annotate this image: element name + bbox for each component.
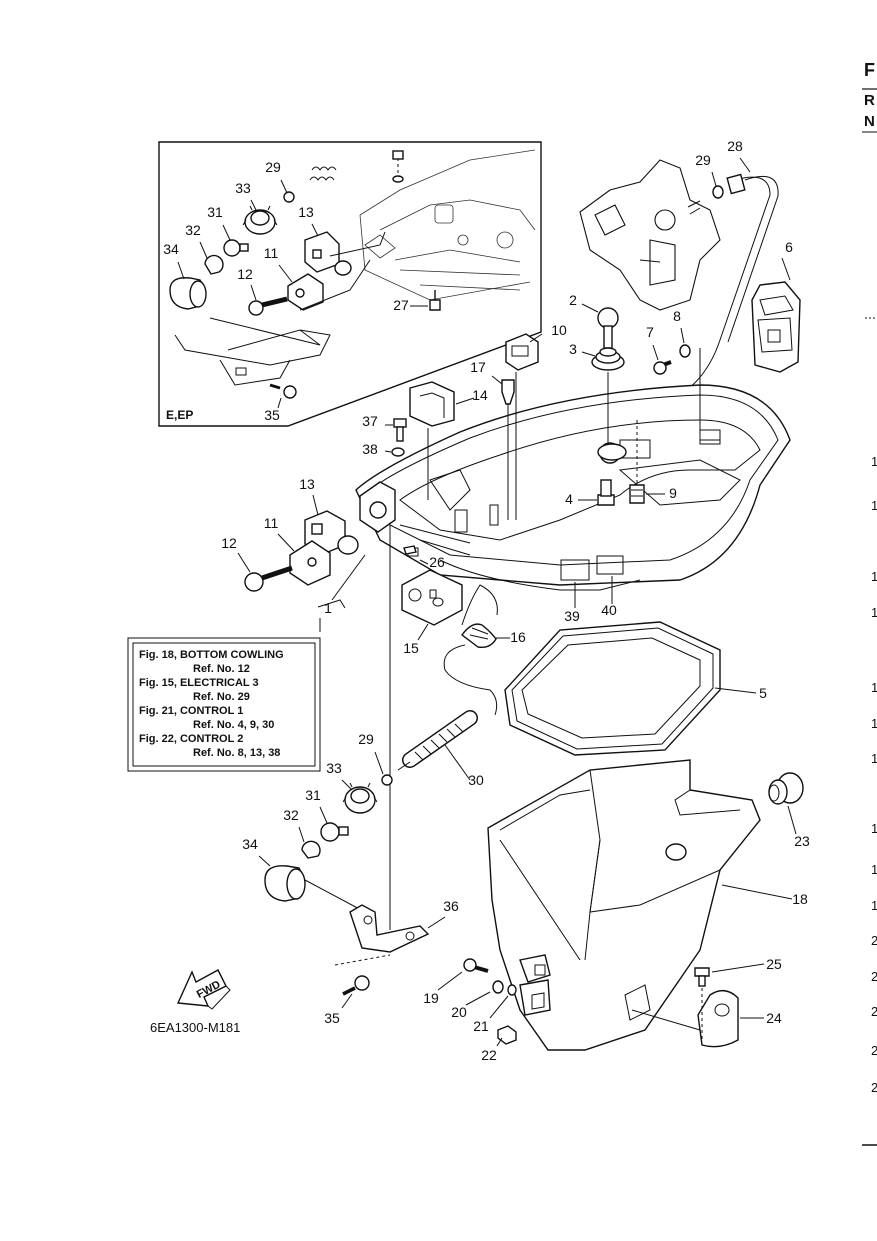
header-letter-n: N	[864, 113, 875, 130]
reference-note-box: Fig. 18, BOTTOM COWLING Ref. No. 12 Fig. 1…	[127, 637, 321, 772]
right-edge-index: 1 1 1 1 1 1 1 1 1 1 2 2 2 2 2	[871, 454, 877, 1095]
callout-c-24: 24	[766, 1010, 782, 1026]
callout-c-29a: 29	[265, 159, 281, 175]
callout-c-10: 10	[551, 322, 567, 338]
edge-index-fragment: 1	[871, 498, 877, 513]
callout-c-33a: 33	[235, 180, 251, 196]
edge-index-fragment: 1	[871, 680, 877, 695]
inset-label: E,EP	[166, 408, 193, 422]
callout-c-11b: 11	[264, 515, 279, 531]
callout-c-35b: 35	[324, 1010, 340, 1026]
callout-c-18: 18	[792, 891, 808, 907]
callout-c-31b: 31	[305, 787, 321, 803]
reference-line: Fig. 21, CONTROL 1	[139, 705, 243, 717]
reference-line: Ref. No. 29	[193, 691, 250, 703]
edge-index-fragment: 1	[871, 898, 877, 913]
edge-index-fragment: 1	[871, 862, 877, 877]
callout-c-32a: 32	[185, 222, 201, 238]
reference-line: Ref. No. 8, 13, 38	[193, 747, 280, 759]
parts-24-25	[631, 963, 765, 1048]
callout-c-28: 28	[727, 138, 743, 154]
callout-c-29b: 29	[695, 152, 711, 168]
reference-line: Ref. No. 4, 9, 30	[193, 719, 274, 731]
edge-index-fragment: 1	[871, 569, 877, 584]
callout-c-7: 7	[646, 324, 654, 340]
edge-index-fragment: 2	[871, 1080, 877, 1095]
callout-c-2: 2	[569, 292, 577, 308]
apron-fasteners	[437, 958, 517, 1047]
edge-index-fragment: 1	[871, 454, 877, 469]
callout-c-3: 3	[569, 341, 577, 357]
edge-index-fragment: 2	[871, 1043, 877, 1058]
callout-c-39: 39	[564, 608, 580, 624]
fwd-direction-arrow: FWD	[176, 969, 231, 1010]
part-18-apron	[487, 759, 793, 1051]
callout-c-25: 25	[766, 956, 782, 972]
callout-c-12b: 12	[221, 535, 237, 551]
callout-c-6: 6	[785, 239, 793, 255]
edge-index-fragment: 2	[871, 969, 877, 984]
switch-parts	[401, 545, 510, 716]
reference-line: Fig. 18, BOTTOM COWLING	[139, 649, 284, 661]
callout-c-13b: 13	[299, 476, 315, 492]
callout-c-27: 27	[393, 297, 409, 313]
callout-c-17: 17	[470, 359, 486, 375]
callout-c-12a: 12	[237, 266, 253, 282]
part-30-cable	[397, 710, 478, 781]
drawing-code: 6EA1300-M181	[150, 1020, 240, 1035]
callout-c-36: 36	[443, 898, 459, 914]
callout-c-19: 19	[423, 990, 439, 1006]
callout-c-5: 5	[759, 685, 767, 701]
callout-c-15: 15	[403, 640, 419, 656]
engine-bracket-outline	[579, 159, 721, 311]
callout-c-23: 23	[794, 833, 810, 849]
callout-c-8: 8	[673, 308, 681, 324]
callout-c-4: 4	[565, 491, 573, 507]
callout-c-21: 21	[473, 1018, 489, 1034]
callout-c-35a: 35	[264, 407, 280, 423]
callout-c-34b: 34	[242, 836, 258, 852]
callout-c-32b: 32	[283, 807, 299, 823]
reference-line: Fig. 15, ELECTRICAL 3	[139, 677, 259, 689]
callout-c-11a: 11	[264, 245, 279, 261]
callout-c-40: 40	[601, 602, 617, 618]
callout-c-14: 14	[472, 387, 488, 403]
callout-c-1: 1	[324, 600, 332, 616]
reference-line: Ref. No. 12	[193, 663, 250, 675]
page-header-fragment: F R N	[862, 60, 877, 1146]
callout-c-26: 26	[429, 554, 445, 570]
edge-index-fragment: 1	[871, 821, 877, 836]
callout-c-20: 20	[451, 1004, 467, 1020]
lower-control-group	[258, 751, 446, 1009]
callout-c-34a: 34	[163, 241, 179, 257]
callout-c-33b: 33	[326, 760, 342, 776]
callout-c-9: 9	[669, 485, 677, 501]
part-5-seal	[504, 621, 757, 756]
callout-c-31a: 31	[207, 204, 223, 220]
tray-small-parts	[384, 303, 720, 608]
callout-c-16: 16	[510, 629, 526, 645]
edge-index-fragment: 1	[871, 716, 877, 731]
edge-index-fragment: 2	[871, 933, 877, 948]
header-letter-r: R	[864, 92, 875, 109]
inset-panel: E,EP	[158, 141, 542, 427]
callout-c-37: 37	[362, 413, 378, 429]
edge-index-fragment: 2	[871, 1004, 877, 1019]
edge-index-fragment: 1	[871, 605, 877, 620]
callout-c-22: 22	[481, 1047, 497, 1063]
throttle-bracket-group	[237, 494, 391, 930]
callout-c-29c: 29	[358, 731, 374, 747]
header-letter-f: F	[864, 60, 875, 80]
part-23-grommet	[768, 772, 804, 835]
part-6-cover	[751, 257, 801, 373]
callout-c-38: 38	[362, 441, 378, 457]
edge-index-fragment: 1	[871, 751, 877, 766]
callout-c-13a: 13	[298, 204, 314, 220]
callout-c-30: 30	[468, 772, 484, 788]
reference-line: Fig. 22, CONTROL 2	[139, 733, 243, 745]
